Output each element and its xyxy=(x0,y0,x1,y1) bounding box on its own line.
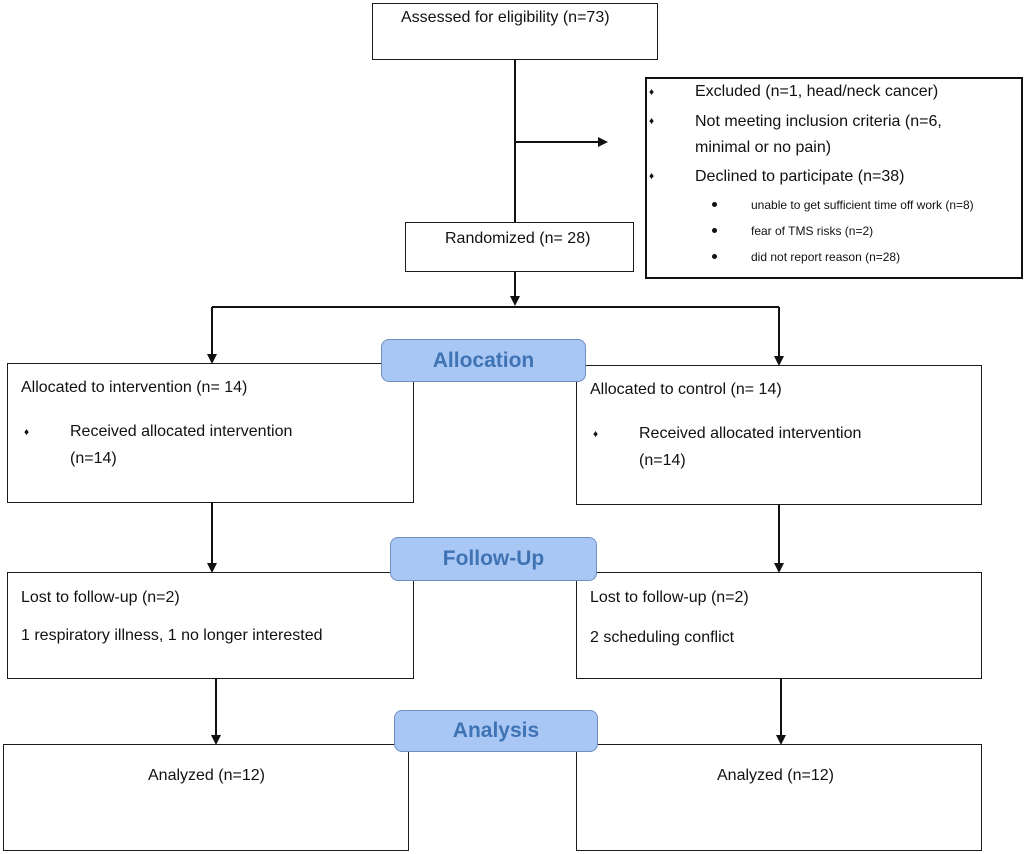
excluded-item-2-line1: Not meeting inclusion criteria (n=6, xyxy=(695,113,942,130)
stage-analysis: Analysis xyxy=(394,710,598,752)
diamond-bullet: ♦ xyxy=(593,429,599,440)
control-received-line1: Received allocated intervention xyxy=(639,425,862,442)
control-lost-reason: 2 scheduling conflict xyxy=(590,629,735,646)
diamond-bullet: ♦ xyxy=(24,427,30,438)
round-bullet xyxy=(712,228,717,233)
intervention-analyzed-label: Analyzed (n=12) xyxy=(148,767,265,784)
excluded-item-2-line2: minimal or no pain) xyxy=(695,139,832,156)
excluded-box: ♦ Excluded (n=1, head/neck cancer) ♦ Not… xyxy=(645,77,1023,279)
diamond-bullet: ♦ xyxy=(649,171,655,182)
intervention-received-line1: Received allocated intervention xyxy=(70,423,293,440)
excluded-item-3: Declined to participate (n=38) xyxy=(695,168,905,185)
stage-allocation: Allocation xyxy=(381,339,586,382)
control-allocation-box: Allocated to control (n= 14) ♦ Received … xyxy=(576,365,982,505)
diamond-bullet: ♦ xyxy=(649,87,655,98)
round-bullet xyxy=(712,202,717,207)
control-analysis-box: Analyzed (n=12) xyxy=(576,744,982,851)
control-followup-box: Lost to follow-up (n=2) 2 scheduling con… xyxy=(576,572,982,679)
assessed-label: Assessed for eligibility (n=73) xyxy=(401,9,610,26)
declined-reason-2: fear of TMS risks (n=2) xyxy=(751,224,874,238)
intervention-allocated-label: Allocated to intervention (n= 14) xyxy=(21,379,248,396)
intervention-allocation-box: Allocated to intervention (n= 14) ♦ Rece… xyxy=(7,363,414,503)
control-received-line2: (n=14) xyxy=(639,452,686,469)
assessed-box: Assessed for eligibility (n=73) xyxy=(372,3,658,60)
declined-reason-3: did not report reason (n=28) xyxy=(751,250,901,264)
intervention-analysis-box: Analyzed (n=12) xyxy=(3,744,409,851)
excluded-item-1: Excluded (n=1, head/neck cancer) xyxy=(695,83,939,100)
control-analyzed-label: Analyzed (n=12) xyxy=(717,767,834,784)
declined-reason-1: unable to get sufficient time off work (… xyxy=(751,198,974,212)
intervention-received-line2: (n=14) xyxy=(70,450,117,467)
intervention-followup-box: Lost to follow-up (n=2) 1 respiratory il… xyxy=(7,572,414,679)
randomized-label: Randomized (n= 28) xyxy=(445,230,591,247)
randomized-box: Randomized (n= 28) xyxy=(405,222,634,272)
control-lost-label: Lost to follow-up (n=2) xyxy=(590,589,749,606)
diamond-bullet: ♦ xyxy=(649,116,655,127)
stage-follow-up: Follow-Up xyxy=(390,537,597,581)
intervention-lost-label: Lost to follow-up (n=2) xyxy=(21,589,180,606)
round-bullet xyxy=(712,254,717,259)
control-allocated-label: Allocated to control (n= 14) xyxy=(590,381,782,398)
intervention-lost-reason: 1 respiratory illness, 1 no longer inter… xyxy=(21,627,323,644)
